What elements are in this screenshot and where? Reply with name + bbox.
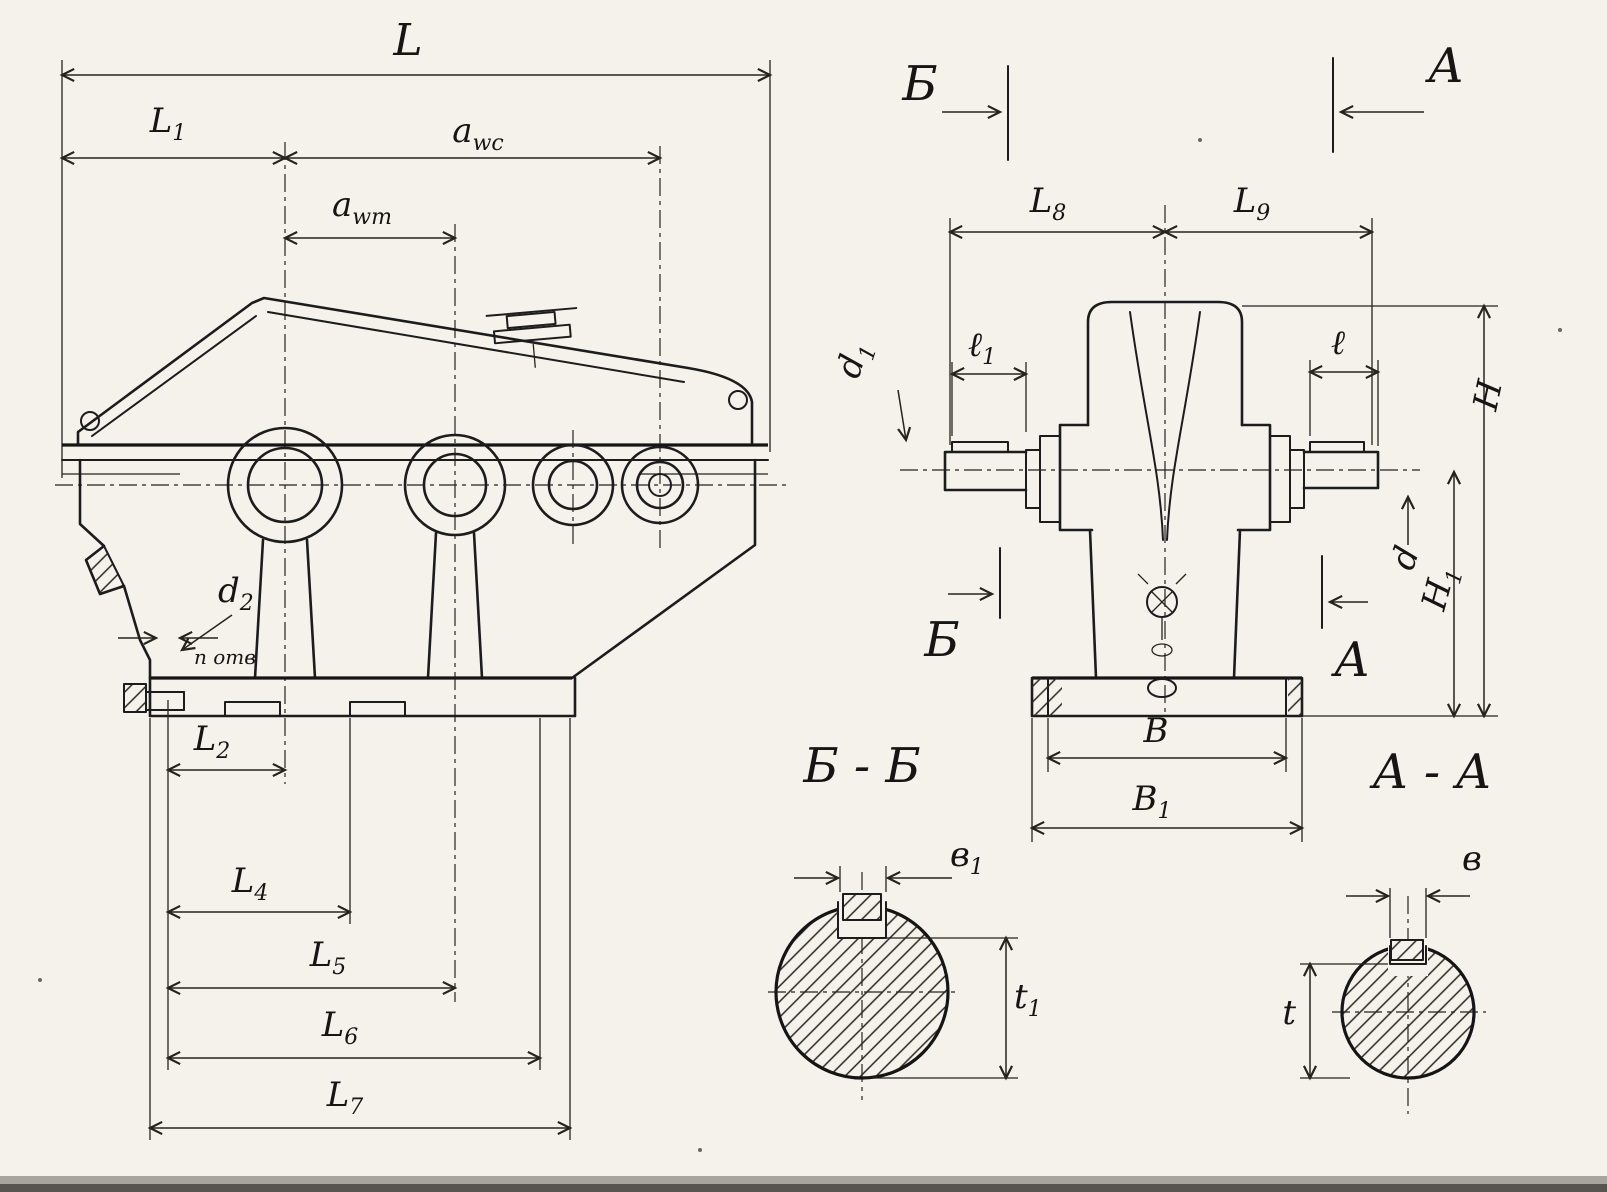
dim-label-H1: H1 (1414, 562, 1469, 617)
dim-label-L7: L7 (326, 1075, 364, 1120)
dim-label-L8: L8 (1029, 181, 1067, 226)
dim-label-L2: L2 (193, 719, 231, 764)
bearing-bosses (226, 426, 700, 544)
section-marker-b-bottom: Б (923, 612, 959, 668)
label-n-otv: n отв (194, 645, 256, 669)
dim-label-t: t (1282, 993, 1296, 1033)
dim-label-L6: L6 (321, 1005, 359, 1050)
side-view: Б А L8 L9 (829, 38, 1511, 842)
section-aa: А - А в t (1282, 744, 1492, 1114)
dim-label-H: H (1465, 375, 1511, 415)
dim-label-B: В (1143, 711, 1169, 751)
dim-label-L5: L5 (309, 935, 347, 980)
dim-label-d2: d2 (218, 571, 254, 616)
section-bb-title: Б - Б (802, 738, 920, 794)
dim-label-b: в (1462, 839, 1482, 879)
dim-label-L: L (392, 15, 422, 66)
dim-label-l1: ℓ1 (968, 325, 996, 370)
dim-label-L4: L4 (231, 861, 269, 906)
foundation-bolt (123, 683, 185, 713)
oil-sight-glass (1137, 573, 1187, 657)
section-bb: Б - Б в1 t1 (768, 738, 1042, 1100)
dim-label-awt: awт (332, 185, 392, 230)
dim-label-L9: L9 (1233, 181, 1271, 226)
dim-label-l: ℓ (1331, 323, 1345, 363)
scan-artifacts (0, 138, 1607, 1192)
dim-label-d: d (1383, 541, 1428, 575)
dim-label-t1: t1 (1014, 977, 1042, 1022)
section-marker-a-bottom: А (1331, 632, 1370, 688)
section-marker-a-top: А (1425, 38, 1464, 94)
dim-label-b1: в1 (950, 835, 984, 880)
breather-cap (485, 307, 578, 368)
dim-label-awc: awc (452, 111, 503, 156)
section-aa-title: А - А (1369, 744, 1491, 800)
dim-label-L1: L1 (149, 101, 187, 146)
section-marker-b-top: Б (901, 56, 937, 112)
front-view: L L1 awc awт (55, 15, 788, 1140)
dim-label-d1: d1 (829, 336, 883, 384)
dim-label-B1: В1 (1132, 779, 1172, 824)
